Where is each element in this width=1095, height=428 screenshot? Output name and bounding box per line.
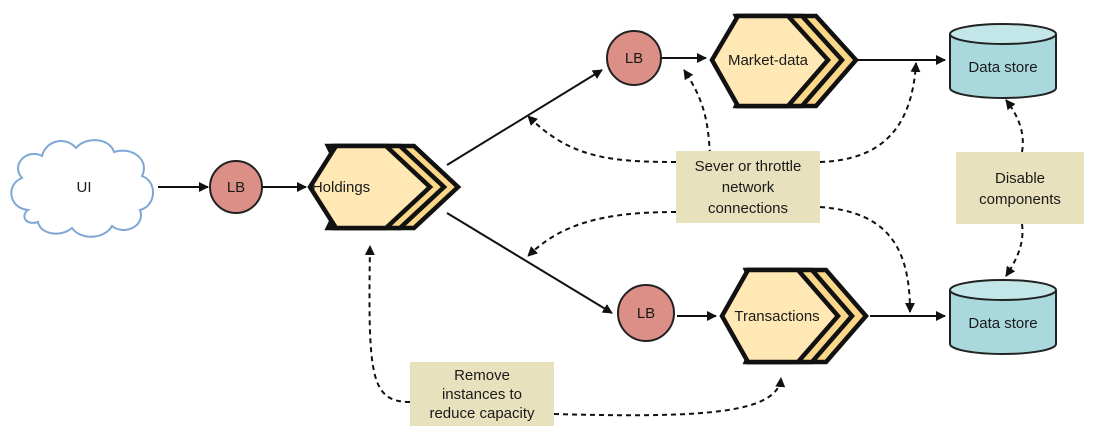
solid-connections (158, 53, 946, 321)
edge-holdings-to-lb-market (446, 69, 603, 166)
note-disable-line-2: components (979, 191, 1061, 208)
note-sever-line-2: network (722, 179, 775, 196)
holdings-label: Holdings (312, 179, 370, 196)
dashed-sever-to-market-link (527, 115, 677, 163)
lb-transactions-label: LB (637, 305, 655, 322)
ui-label: UI (77, 179, 92, 196)
ui-cloud: UI (10, 139, 154, 238)
note-remove-line-1: Remove (454, 367, 510, 384)
lb-market-data-label: LB (625, 50, 643, 67)
lb-holdings: LB (209, 160, 263, 214)
dashed-sever-to-transactions-link (527, 211, 677, 257)
dashed-connections (364, 62, 1024, 417)
dashed-remove-to-holdings (364, 245, 411, 403)
note-disable-line-1: Disable (995, 170, 1045, 187)
dashed-sever-to-top-store (819, 62, 921, 163)
note-remove-line-2: instances to (442, 386, 522, 403)
note-disable-components: Disable components (956, 152, 1084, 224)
market-data-service: Market-data (709, 13, 860, 109)
data-store-top-label: Data store (968, 59, 1037, 76)
transactions-service: Transactions (719, 267, 869, 365)
cloud-icon (10, 139, 154, 238)
data-store-top: Data store (949, 23, 1057, 99)
holdings-service: Holdings (307, 143, 462, 231)
lb-market-data: LB (606, 30, 662, 86)
dashed-remove-to-transactions (553, 377, 786, 417)
dashed-sever-to-market-data (683, 69, 711, 156)
dashed-disable-to-top-store (1005, 99, 1024, 153)
lb-holdings-label: LB (227, 179, 245, 196)
dashed-disable-to-bottom-store (1005, 223, 1024, 277)
market-data-label: Market-data (728, 52, 809, 69)
note-sever-line-3: connections (708, 200, 788, 217)
lb-transactions: LB (617, 284, 675, 342)
note-remove-instances: Remove instances to reduce capacity (410, 362, 554, 426)
edge-holdings-to-lb-transactions (446, 212, 613, 314)
note-remove-line-3: reduce capacity (429, 405, 535, 422)
data-store-bottom: Data store (949, 279, 1057, 355)
transactions-label: Transactions (734, 308, 819, 325)
dashed-sever-to-bottom-store (819, 206, 915, 313)
note-sever-line-1: Sever or throttle (695, 158, 802, 175)
note-sever-throttle: Sever or throttle network connections (676, 151, 820, 223)
data-store-bottom-label: Data store (968, 315, 1037, 332)
